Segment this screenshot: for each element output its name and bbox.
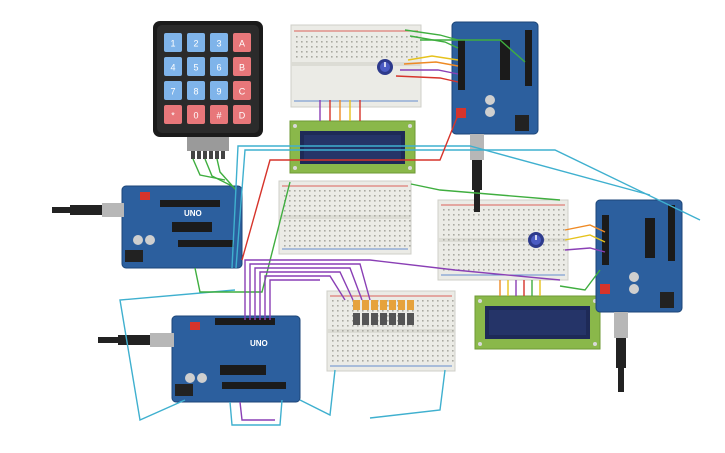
arduino-uno-top-right[interactable] bbox=[451, 21, 539, 135]
keypad-key[interactable]: 3 bbox=[210, 33, 228, 52]
keypad-key[interactable]: B bbox=[233, 57, 251, 76]
keypad-key[interactable]: 9 bbox=[210, 81, 228, 100]
keypad-keys: 1 2 3 A 4 5 6 B 7 8 9 C * 0 # D bbox=[164, 33, 251, 124]
keypad-key-label: B bbox=[239, 63, 245, 73]
breadboard-right[interactable] bbox=[437, 199, 569, 281]
lcd-display-top[interactable] bbox=[289, 120, 416, 174]
arduino-uno-right[interactable] bbox=[595, 199, 683, 313]
breadboard-bottom[interactable] bbox=[326, 290, 456, 372]
keypad-4x4[interactable]: 1 2 3 A 4 5 6 B 7 8 9 C * 0 # D bbox=[153, 21, 263, 159]
keypad-key[interactable]: 5 bbox=[187, 57, 205, 76]
usb-cable-right bbox=[614, 312, 628, 392]
breadboard-holes bbox=[284, 190, 411, 247]
breadboard-middle[interactable] bbox=[278, 180, 412, 255]
keypad-key-label: 4 bbox=[170, 63, 175, 73]
keypad-key[interactable]: 0 bbox=[187, 105, 205, 124]
keypad-key-label: A bbox=[239, 39, 245, 49]
keypad-key[interactable]: C bbox=[233, 81, 251, 100]
keypad-key[interactable]: 7 bbox=[164, 81, 182, 100]
keypad-key-label: 7 bbox=[170, 87, 175, 97]
keypad-key[interactable]: 8 bbox=[187, 81, 205, 100]
arduino-label: UNO bbox=[250, 339, 268, 348]
keypad-key[interactable]: 4 bbox=[164, 57, 182, 76]
keypad-key-label: 6 bbox=[216, 63, 221, 73]
usb-cable-bottom bbox=[98, 333, 174, 347]
keypad-key-label: 2 bbox=[193, 39, 198, 49]
arduino-uno-left[interactable]: UNO bbox=[121, 185, 243, 269]
keypad-key-label: 1 bbox=[170, 39, 175, 49]
keypad-key-label: C bbox=[239, 87, 246, 97]
usb-cable-left bbox=[52, 203, 124, 217]
keypad-key-label: D bbox=[239, 111, 246, 121]
keypad-key-label: 8 bbox=[193, 87, 198, 97]
keypad-key-label: * bbox=[171, 111, 175, 121]
led-array[interactable] bbox=[353, 300, 414, 325]
keypad-key[interactable]: * bbox=[164, 105, 182, 124]
potentiometer-right[interactable] bbox=[528, 232, 544, 248]
keypad-key[interactable]: 1 bbox=[164, 33, 182, 52]
keypad-key-label: # bbox=[216, 111, 221, 121]
arduino-uno-bottom[interactable]: UNO bbox=[171, 315, 301, 403]
keypad-key[interactable]: 2 bbox=[187, 33, 205, 52]
potentiometer-top[interactable] bbox=[377, 59, 393, 75]
breadboard-top[interactable] bbox=[290, 24, 422, 108]
usb-cable-top-right bbox=[470, 134, 484, 212]
keypad-key[interactable]: A bbox=[233, 33, 251, 52]
arduino-label: UNO bbox=[184, 209, 202, 218]
wires bbox=[119, 29, 701, 426]
lcd-display-right[interactable] bbox=[474, 295, 601, 350]
keypad-key[interactable]: 6 bbox=[210, 57, 228, 76]
keypad-key-label: 9 bbox=[216, 87, 221, 97]
breadboard-holes bbox=[296, 36, 418, 58]
keypad-ribbon-cable bbox=[187, 137, 229, 159]
keypad-key[interactable]: # bbox=[210, 105, 228, 124]
keypad-key-label: 0 bbox=[193, 111, 198, 121]
keypad-key[interactable]: D bbox=[233, 105, 251, 124]
keypad-key-label: 5 bbox=[193, 63, 198, 73]
breadboard-holes bbox=[443, 209, 565, 271]
keypad-key-label: 3 bbox=[216, 39, 221, 49]
